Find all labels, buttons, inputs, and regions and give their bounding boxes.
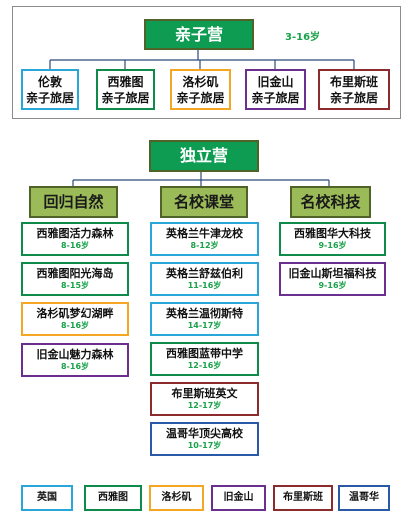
card-line2: 亲子旅居 bbox=[251, 91, 300, 105]
program-age: 8-15岁 bbox=[60, 281, 90, 290]
family-camp-title: 亲子营 bbox=[144, 19, 254, 50]
legend-uk: 英国 bbox=[21, 485, 73, 511]
program-name: 洛杉矶梦幻湖畔 bbox=[36, 307, 114, 320]
program-name: 英格兰温彻斯特 bbox=[166, 307, 243, 320]
family-card-san-francisco: 旧金山 亲子旅居 bbox=[245, 69, 306, 110]
program-age: 8-12岁 bbox=[190, 241, 219, 250]
program-card-sf-forest: 旧金山魅力森林 8-16岁 bbox=[21, 343, 129, 377]
card-line1: 西雅图 bbox=[107, 75, 144, 89]
program-card-seattle-uw-tech: 西雅图华大科技 9-16岁 bbox=[279, 222, 386, 256]
card-line1: 布里斯班 bbox=[329, 75, 378, 89]
program-card-seattle-blueribbon: 西雅图蓝带中学 12-16岁 bbox=[150, 342, 259, 376]
program-age: 14-17岁 bbox=[187, 321, 222, 330]
program-name: 英格兰牛津龙校 bbox=[166, 227, 243, 240]
program-card-sf-stanford-tech: 旧金山斯坦福科技 9-16岁 bbox=[279, 262, 386, 296]
card-line2: 亲子旅居 bbox=[101, 91, 150, 105]
category-elite-school-class: 名校课堂 bbox=[160, 186, 248, 218]
legend-seattle: 西雅图 bbox=[84, 485, 142, 511]
card-line1: 旧金山 bbox=[257, 75, 294, 89]
program-name: 旧金山斯坦福科技 bbox=[288, 267, 377, 280]
category-return-to-nature: 回归自然 bbox=[29, 186, 118, 218]
program-age: 9-16岁 bbox=[318, 241, 347, 250]
program-name: 西雅图阳光海岛 bbox=[36, 267, 114, 280]
program-age: 12-17岁 bbox=[187, 401, 222, 410]
program-age: 12-16岁 bbox=[187, 361, 222, 370]
program-name: 布里斯班英文 bbox=[171, 387, 238, 400]
program-name: 西雅图蓝带中学 bbox=[166, 347, 243, 360]
program-card-vancouver-top: 温哥华顶尖高校 10-17岁 bbox=[150, 422, 259, 456]
program-card-la-lakeside: 洛杉矶梦幻湖畔 8-16岁 bbox=[21, 302, 129, 336]
family-camp-age: 3-16岁 bbox=[285, 32, 321, 43]
card-line2: 亲子旅居 bbox=[176, 91, 225, 105]
card-line1: 伦敦 bbox=[37, 75, 62, 89]
card-line2: 亲子旅居 bbox=[329, 91, 378, 105]
category-elite-school-tech: 名校科技 bbox=[290, 186, 371, 218]
program-name: 西雅图华大科技 bbox=[294, 227, 371, 240]
program-card-seattle-island: 西雅图阳光海岛 8-15岁 bbox=[21, 262, 129, 296]
program-name: 英格兰舒兹伯利 bbox=[166, 267, 243, 280]
program-card-seattle-forest: 西雅图活力森林 8-16岁 bbox=[21, 222, 129, 256]
independent-camp-title: 独立营 bbox=[149, 140, 259, 172]
program-card-brisbane-english: 布里斯班英文 12-17岁 bbox=[150, 382, 259, 416]
family-card-los-angeles: 洛杉矶 亲子旅居 bbox=[170, 69, 231, 110]
card-line1: 洛杉矶 bbox=[182, 75, 219, 89]
family-card-london: 伦敦 亲子旅居 bbox=[21, 69, 79, 110]
program-name: 温哥华顶尖高校 bbox=[166, 427, 243, 440]
program-age: 8-16岁 bbox=[60, 362, 90, 371]
program-age: 9-16岁 bbox=[318, 281, 347, 290]
program-name: 旧金山魅力森林 bbox=[36, 348, 114, 361]
legend-los-angeles: 洛杉矶 bbox=[149, 485, 204, 511]
program-age: 8-16岁 bbox=[60, 321, 90, 330]
program-age: 8-16岁 bbox=[60, 241, 90, 250]
program-age: 11-16岁 bbox=[187, 281, 222, 290]
program-age: 10-17岁 bbox=[187, 441, 222, 450]
program-card-oxford-dragon: 英格兰牛津龙校 8-12岁 bbox=[150, 222, 259, 256]
legend-san-francisco: 旧金山 bbox=[211, 485, 266, 511]
family-card-seattle: 西雅图 亲子旅居 bbox=[96, 69, 155, 110]
legend-brisbane: 布里斯班 bbox=[273, 485, 333, 511]
program-card-shrewsbury: 英格兰舒兹伯利 11-16岁 bbox=[150, 262, 259, 296]
family-card-brisbane: 布里斯班 亲子旅居 bbox=[318, 69, 390, 110]
program-card-winchester: 英格兰温彻斯特 14-17岁 bbox=[150, 302, 259, 336]
card-line2: 亲子旅居 bbox=[25, 91, 74, 105]
legend-vancouver: 温哥华 bbox=[338, 485, 390, 511]
program-name: 西雅图活力森林 bbox=[36, 227, 114, 240]
